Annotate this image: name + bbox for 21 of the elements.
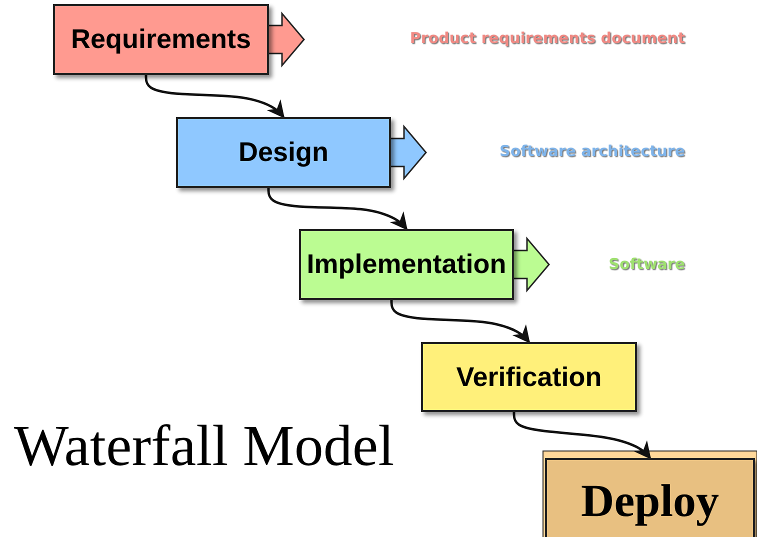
step-label: Verification <box>456 362 602 392</box>
step-label: Implementation <box>306 249 506 280</box>
arrow <box>512 412 652 460</box>
block-arrow <box>389 124 427 181</box>
output-label: Product requirements document <box>410 29 685 47</box>
arrow <box>390 300 530 344</box>
step-label: Design <box>238 137 329 168</box>
process-box <box>176 117 391 188</box>
process-box <box>545 458 755 537</box>
step-label: Deploy <box>581 474 719 527</box>
step-label: Requirements <box>70 24 252 55</box>
process-box <box>421 342 637 412</box>
process-box <box>299 229 514 300</box>
diagram-title: Waterfall Model <box>14 412 394 479</box>
process-box <box>53 4 269 75</box>
arrow <box>144 75 285 118</box>
output-label: Software architecture <box>500 142 685 160</box>
output-label: Software <box>608 255 685 273</box>
arrow <box>267 188 408 230</box>
block-arrow <box>512 236 550 293</box>
block-arrow <box>267 11 305 68</box>
